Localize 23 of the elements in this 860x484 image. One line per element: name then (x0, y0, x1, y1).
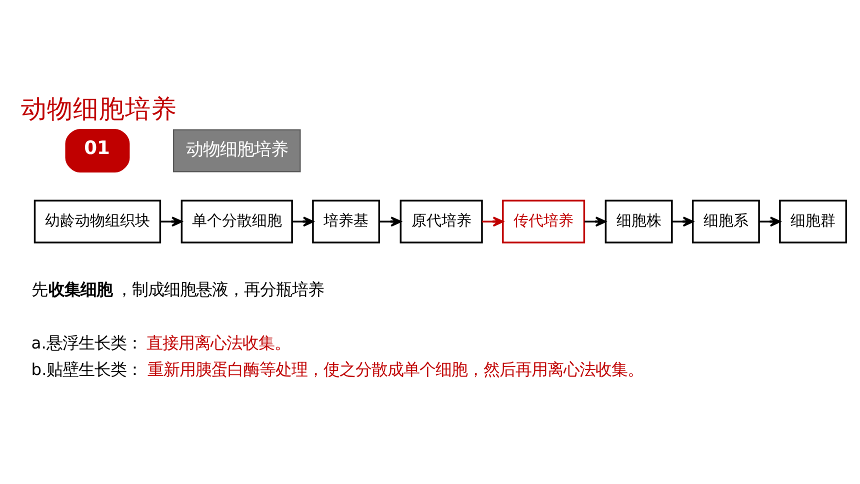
node-box: 细胞群 (779, 199, 848, 243)
node-box: 动物细胞培养 (172, 128, 301, 172)
node-box: 培养基 (312, 199, 380, 243)
label: a.悬浮生长类： (31, 332, 142, 352)
label: 01 (84, 137, 110, 158)
arrow (672, 216, 694, 226)
arrow (584, 216, 606, 226)
arrow (160, 216, 182, 226)
node-box: 细胞系 (692, 199, 760, 243)
diagram-title: 动物细胞培养 (21, 94, 178, 124)
arrow (482, 216, 504, 226)
label: 直接用离心法收集。 (146, 332, 290, 352)
label: 重新用胰蛋白酶等处理，使之分散成单个细胞，然后再用离心法收集。 (147, 360, 644, 379)
node-box: 单个分散细胞 (180, 199, 293, 243)
node-box: 幼龄动物组织块 (34, 199, 162, 243)
node-box: 细胞株 (604, 199, 673, 243)
arrow (379, 216, 402, 226)
node-box: 传代培养 (502, 199, 586, 243)
node-box: 原代培养 (400, 199, 483, 243)
label: 先收集细胞，制成细胞悬液，再分瓶培养 (31, 280, 324, 299)
arrow (759, 216, 781, 226)
arrow (292, 216, 314, 226)
label: b.贴壁生长类： (31, 360, 143, 379)
